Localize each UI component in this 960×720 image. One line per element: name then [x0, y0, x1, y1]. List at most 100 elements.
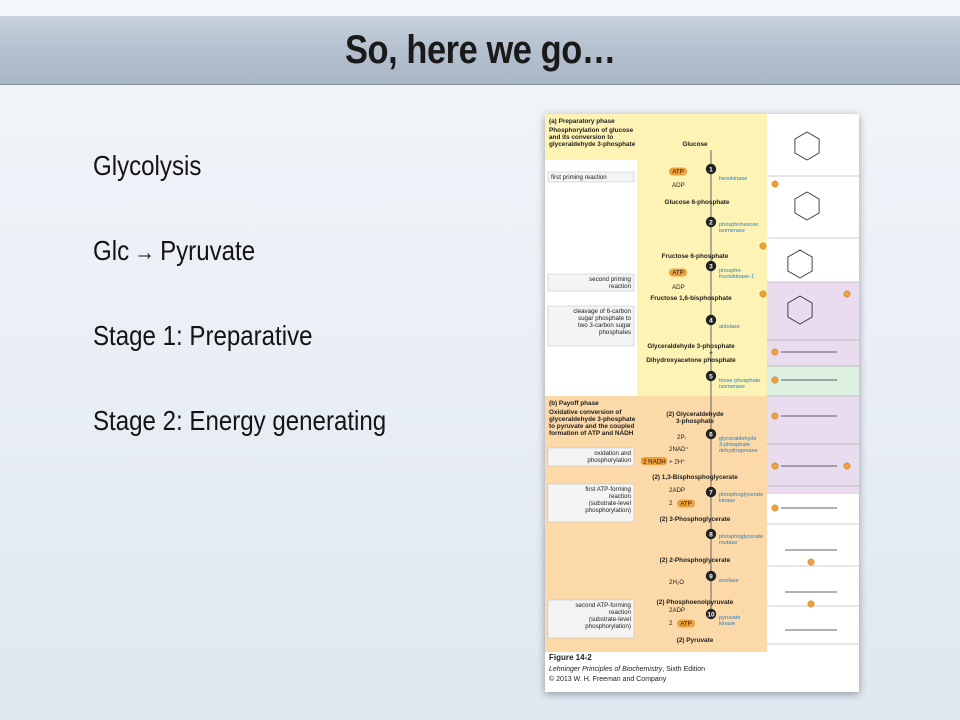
side-note-box: [547, 599, 635, 639]
side-note-box: [547, 447, 635, 467]
step-circle: [705, 486, 717, 498]
lilac-band-3: [767, 444, 859, 494]
enzyme-label: isomerase: [719, 384, 745, 390]
side-note-box: [547, 273, 635, 292]
phosphate-icon: [807, 600, 815, 608]
step-circle: [705, 314, 717, 326]
figure-caption-copyright: © 2013 W. H. Freeman and Company: [549, 675, 667, 683]
phase-a-description: glyceraldehyde 3-phosphate: [549, 141, 636, 148]
side-note-text: (substrate-level: [589, 616, 631, 623]
right-arrow-icon: →: [134, 239, 155, 266]
enzyme-label: triose phosphate: [719, 378, 760, 384]
side-note-text: (substrate-level: [589, 500, 631, 507]
step-number: 2: [709, 219, 713, 226]
side-note-text: phosphates: [599, 329, 631, 336]
side-note-text: oxidation and: [594, 450, 631, 457]
side-note-text: two 3-carbon sugar: [578, 322, 631, 329]
step-number: 9: [709, 573, 713, 580]
enzyme-label: 3-phosphate: [719, 442, 750, 448]
metabolite-label: Dihydroxyacetone phosphate: [646, 357, 736, 364]
step-circle: [705, 608, 717, 620]
enzyme-label: enolase: [719, 578, 739, 584]
adp2-label: 2ADP: [669, 487, 685, 494]
atp2-count: 2: [669, 500, 673, 507]
metabolite-label: (2) 2-Phosphoglycerate: [660, 557, 731, 564]
lilac-band-2: [767, 396, 859, 444]
atp-label: ATP: [680, 501, 692, 508]
atp-label-pill: [677, 499, 695, 508]
step-circle: [705, 428, 717, 440]
sugar-ring-structure: [787, 295, 813, 325]
enzyme-label: phospho-: [719, 268, 742, 274]
step-number: 1: [709, 166, 713, 173]
enzyme-label: aldolase: [719, 324, 740, 330]
figure-caption-number: Figure 14-2: [549, 653, 592, 662]
step-circle: [705, 528, 717, 540]
atp-label: ATP: [672, 270, 684, 277]
enzyme-label: hexokinase: [719, 176, 747, 182]
phase-b-description: Oxidative conversion of: [549, 409, 622, 416]
mint-band: [767, 366, 859, 396]
phosphate-icon: [759, 290, 767, 298]
figure-caption-edition: , Sixth Edition: [662, 666, 705, 673]
bullet-pyruvate: Pyruvate: [160, 235, 256, 266]
side-note-text: reaction: [609, 609, 632, 616]
adp-label: ADP: [672, 182, 685, 189]
step-circle: [705, 260, 717, 272]
bullet-glc: Glc: [93, 235, 130, 266]
side-note-text: reaction: [609, 283, 632, 290]
atp-label-pill: [669, 167, 687, 176]
enzyme-label: fructokinase-1: [719, 274, 754, 280]
atp-label-pill: [677, 619, 695, 628]
sugar-ring-structure: [794, 191, 820, 221]
preparatory-header-band: [545, 114, 637, 160]
metabolite-label: (2) Phosphoenolpyruvate: [657, 599, 734, 606]
phosphate-icon: [843, 290, 851, 298]
side-note-text: second ATP-forming: [575, 602, 631, 609]
phase-a-description: and its conversion to: [549, 134, 613, 141]
step-number: 5: [709, 373, 713, 380]
enzyme-label: kinase: [719, 498, 735, 504]
phase-a-label: (a) Preparatory phase: [549, 118, 615, 125]
phosphate-icon: [759, 242, 767, 250]
metabolite-label: Fructose 1,6-bisphosphate: [650, 295, 732, 302]
atp2-count: 2: [669, 620, 673, 627]
h2o-label: 2H₂O: [669, 579, 684, 586]
metabolite-label: 3-phosphate: [676, 418, 714, 425]
phosphate-icon: [771, 412, 779, 420]
side-note-text: reaction: [609, 493, 632, 500]
h-plus-label: + 2H⁺: [669, 459, 686, 466]
atp-label: ATP: [680, 621, 692, 628]
step-circle: [705, 216, 717, 228]
enzyme-label: kinase: [719, 621, 735, 627]
phase-a-description: Phosphorylation of glucose: [549, 127, 634, 134]
enzyme-label: isomerase: [719, 228, 745, 234]
bullet-list: Glycolysis Glc→Pyruvate Stage 1: Prepara…: [93, 146, 493, 486]
nad-label: 2NAD⁺: [669, 446, 689, 453]
phosphate-icon: [843, 462, 851, 470]
metabolite-label: (2) Glyceraldehyde: [666, 411, 724, 418]
step-number: 8: [709, 531, 713, 538]
side-note-text: phosphorylation): [585, 623, 631, 630]
sugar-ring-structure: [787, 249, 813, 279]
nadh-pill: [641, 457, 667, 465]
bullet-glycolysis: Glycolysis: [93, 150, 202, 181]
step-circle: [705, 163, 717, 175]
enzyme-label: pyruvate: [719, 615, 740, 621]
phosphate-icon: [771, 348, 779, 356]
enzyme-label: phosphohexose: [719, 222, 759, 228]
side-note-box: [547, 483, 635, 523]
step-circle: [705, 370, 717, 382]
phosphate-icon: [771, 462, 779, 470]
atp-label: ATP: [672, 169, 684, 176]
enzyme-label: phosphoglycerate: [719, 534, 763, 540]
step-number: 3: [709, 263, 713, 270]
side-note-text: phosphorylation): [585, 507, 631, 514]
side-note-text: phosphorylation: [587, 457, 631, 464]
metabolite-label: (2) 3-Phosphoglycerate: [660, 516, 731, 523]
figure-caption-book: Lehninger Principles of Biochemistry, Si…: [549, 666, 705, 673]
metabolite-label: (2) 1,3-Bisphosphoglycerate: [652, 474, 738, 481]
step-number: 7: [709, 489, 713, 496]
